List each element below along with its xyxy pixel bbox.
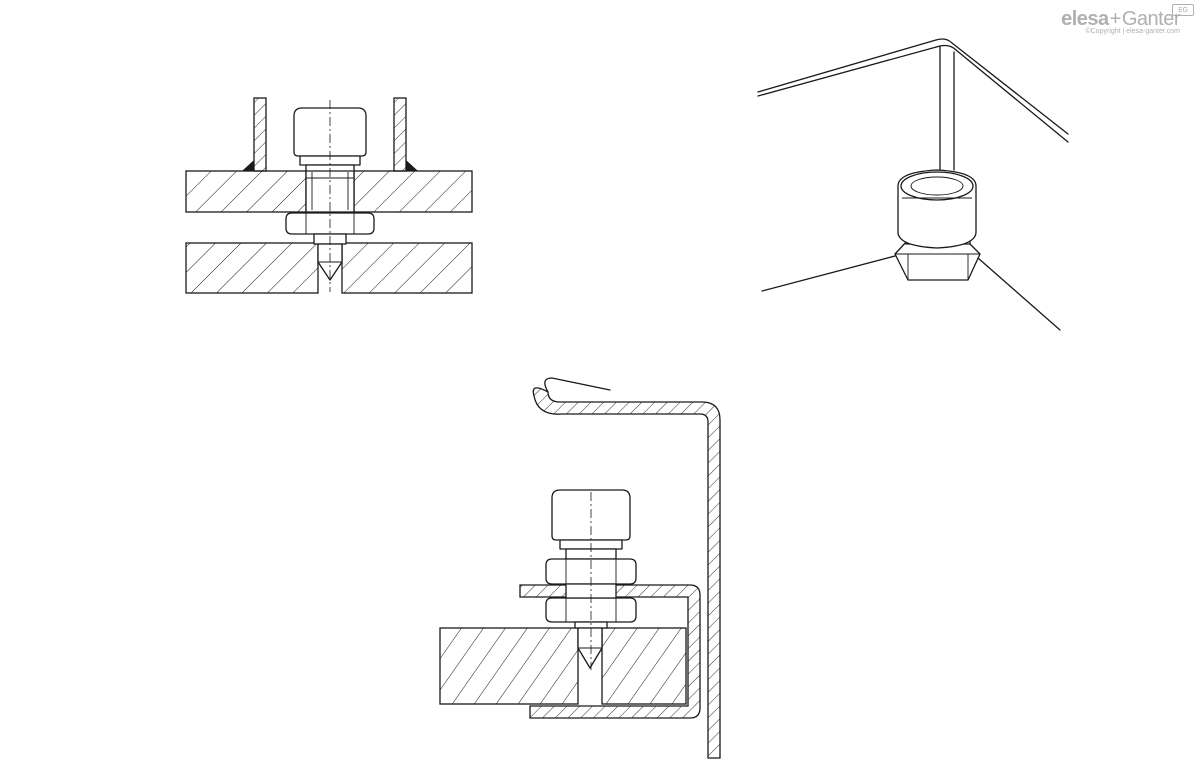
sheet-edge-left bbox=[761, 255, 896, 292]
brand-ganter: Ganter bbox=[1121, 8, 1181, 30]
isometric-view bbox=[757, 38, 1069, 331]
base-plate-left bbox=[439, 627, 579, 705]
weld-left bbox=[242, 160, 254, 171]
elesa-ganter-logo: elesa+Ganter EG ©Copyright | elesa-gante… bbox=[1061, 4, 1194, 35]
brand-wordmark: elesa+Ganter bbox=[1061, 8, 1180, 31]
tube-wall-left bbox=[253, 97, 267, 172]
upper-plate-right bbox=[353, 170, 473, 213]
sheet-edge-right bbox=[977, 257, 1061, 331]
lower-plate-right bbox=[341, 242, 473, 294]
sheet-edge-top bbox=[757, 38, 1069, 135]
weld-right bbox=[406, 160, 418, 171]
upper-lock-nut bbox=[545, 558, 637, 585]
knob bbox=[293, 107, 367, 157]
inner-bracket bbox=[519, 584, 701, 719]
base-plate-right bbox=[601, 627, 687, 705]
brand-elesa: elesa bbox=[1061, 8, 1109, 30]
brand-plus: + bbox=[1109, 8, 1122, 30]
lower-lock-nut bbox=[545, 597, 637, 623]
lower-plate-left bbox=[185, 242, 319, 294]
copyright-text: ©Copyright | elesa-ganter.com bbox=[1085, 28, 1180, 35]
section-view-folded-sheet bbox=[439, 377, 721, 759]
folded-sheet bbox=[532, 387, 721, 759]
upper-plate-left bbox=[185, 170, 307, 213]
eg-badge-icon: EG bbox=[1172, 4, 1194, 16]
section-view-welded-tube bbox=[185, 97, 473, 294]
tube-wall-right bbox=[393, 97, 407, 172]
